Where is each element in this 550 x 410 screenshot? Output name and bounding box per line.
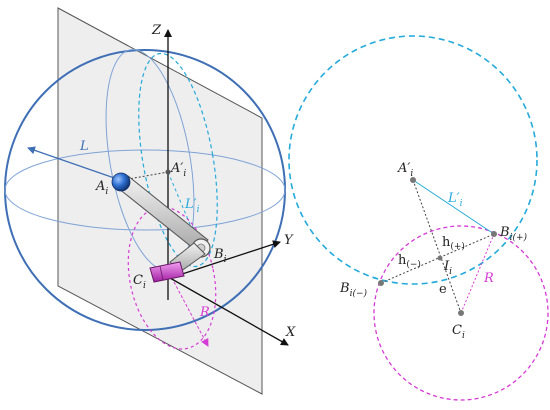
label-y-axis: Y bbox=[284, 233, 294, 248]
label-R-left: R bbox=[199, 305, 210, 320]
point-bplus bbox=[491, 231, 497, 237]
label-bplus-sub: i(+) bbox=[510, 232, 528, 243]
radius-R-arrow bbox=[173, 281, 209, 347]
label-bminus-main: B bbox=[339, 281, 350, 296]
label-bplus-main: B bbox=[499, 225, 510, 240]
label-i-sub: i bbox=[449, 267, 452, 277]
label-bminus: Bi(−) bbox=[339, 281, 367, 299]
label-a: Ai bbox=[95, 179, 108, 197]
label-c-right-main: C bbox=[452, 323, 462, 338]
actuator-c bbox=[149, 261, 185, 283]
label-hplus-main: h bbox=[442, 235, 451, 250]
label-hminus-main: h bbox=[398, 253, 407, 268]
aprime-to-c-line bbox=[412, 179, 462, 314]
label-hplus: h(+) bbox=[442, 235, 465, 252]
label-x-axis: X bbox=[285, 325, 296, 340]
label-c-right: Ci bbox=[452, 323, 465, 341]
label-hminus: h(−) bbox=[398, 253, 421, 270]
label-a-main: A bbox=[95, 179, 105, 194]
label-b-main: B bbox=[213, 247, 224, 262]
label-b: Bi bbox=[213, 247, 227, 265]
label-c: Ci bbox=[133, 273, 146, 291]
label-b-sub: i bbox=[224, 255, 227, 265]
label-e: e bbox=[439, 282, 447, 297]
label-lprime-right-main: L′ bbox=[447, 191, 460, 206]
label-aprime-right: A′i bbox=[397, 161, 413, 179]
label-hminus-sub: (−) bbox=[406, 259, 421, 270]
label-aprime-right-sub: i bbox=[410, 169, 413, 179]
label-i-main: I bbox=[443, 259, 450, 274]
label-lprime-right: L′i bbox=[447, 191, 463, 209]
label-aprime-left: A′i bbox=[170, 161, 186, 179]
x-axis bbox=[169, 277, 289, 346]
label-lprime-right-sub: i bbox=[460, 199, 463, 209]
label-i: Ii bbox=[443, 259, 452, 277]
label-c-main: C bbox=[133, 273, 143, 288]
magenta-circle-right bbox=[373, 225, 549, 401]
label-aprime-left-main: A′ bbox=[170, 161, 183, 176]
label-z-axis: Z bbox=[151, 23, 162, 38]
point-i bbox=[437, 255, 443, 261]
label-lprime-left: L′i bbox=[184, 197, 200, 215]
actuator-c-detail bbox=[159, 265, 164, 281]
point-aprime-left bbox=[165, 169, 171, 175]
label-c-sub: i bbox=[143, 281, 146, 291]
sphere-equator bbox=[4, 149, 286, 231]
cyan-circle-right bbox=[288, 35, 538, 285]
label-lprime-left-sub: i bbox=[197, 205, 200, 215]
y-axis bbox=[169, 240, 281, 279]
left-figure: Z Y X L A′i L′i Ai Bi Ci R bbox=[4, 7, 296, 395]
radius-L-arrow bbox=[27, 146, 121, 181]
point-aprime-right bbox=[410, 177, 416, 183]
joint-a-ball bbox=[111, 172, 131, 192]
label-R-right: R bbox=[483, 271, 494, 286]
label-L: L bbox=[79, 139, 89, 154]
label-hplus-sub: (+) bbox=[450, 241, 465, 252]
point-bminus bbox=[378, 280, 384, 286]
label-bplus: Bi(+) bbox=[499, 225, 527, 243]
label-aprime-left-sub: i bbox=[183, 169, 186, 179]
right-figure: A′i L′i Bi(+) Bi(−) h(+) h(−) Ii e R Ci bbox=[288, 35, 549, 401]
label-aprime-right-main: A′ bbox=[397, 161, 410, 176]
label-bminus-sub: i(−) bbox=[350, 288, 368, 299]
label-a-sub: i bbox=[105, 187, 108, 197]
point-c-right bbox=[458, 310, 464, 316]
chord-bminus-bplus bbox=[380, 233, 495, 284]
cyan-circle-left bbox=[138, 52, 218, 268]
aprime-to-bplus-line bbox=[412, 179, 495, 235]
label-c-right-sub: i bbox=[462, 331, 465, 341]
label-lprime-left-main: L′ bbox=[184, 197, 197, 212]
